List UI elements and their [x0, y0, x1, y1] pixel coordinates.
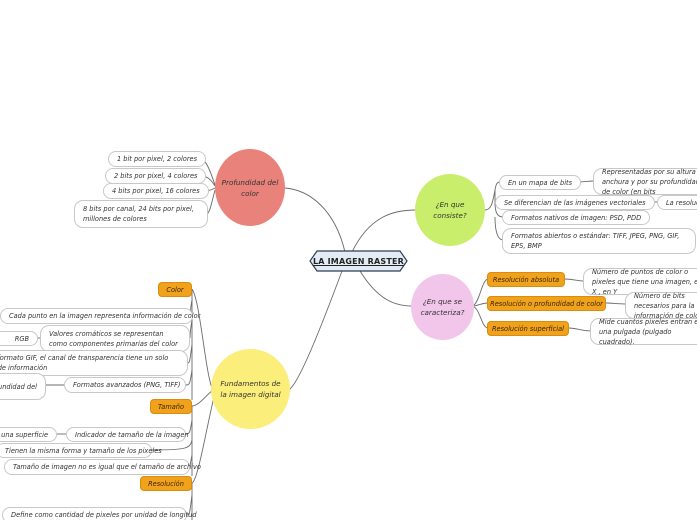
caracteriza-profundidad-detail-label: Número de bits necesarios para la inform…	[634, 291, 697, 320]
profundidad-item-2bits-label: 2 bits por pixel, 4 colores	[114, 172, 198, 180]
conn-fund-res	[191, 396, 215, 484]
tamano-item-indicador[interactable]: Indicador de tamaño de la imagen	[66, 427, 189, 442]
consiste-mapa-bits-detail-label: Representadas por su altura y anchura y …	[602, 167, 697, 196]
consiste-diferencian-label: Se diferencian de las imágenes vectorial…	[504, 198, 646, 207]
conn-col-4	[185, 369, 193, 386]
consiste-formatos-nativos-label: Formatos nativos de imagen: PSD, PDD	[511, 213, 642, 222]
tamano-item-superficie-label: en una superficie	[0, 430, 48, 439]
conn-col-3	[187, 344, 193, 364]
tamano-item-misma-forma-label: Tienen la misma forma y tamaño de los pi…	[5, 446, 162, 455]
conn-tam-3	[189, 454, 193, 468]
color-item-formatos-avanzados[interactable]: Formatos avanzados (PNG, TIFF)	[64, 377, 186, 393]
resolucion-item-define[interactable]: Define como cantidad de pixeles por unid…	[2, 507, 197, 520]
conn-car-1	[473, 278, 489, 306]
caracteriza-resolucion-absoluta[interactable]: Resolución absoluta	[487, 272, 565, 287]
tamano-item-no-igual[interactable]: Tamaño de imagen no es igual que el tama…	[4, 459, 201, 475]
fundamentos-resolucion-label: Resolución	[148, 479, 184, 488]
fundamentos-color[interactable]: Color	[158, 282, 192, 297]
consiste-mapa-bits[interactable]: En un mapa de bits	[499, 175, 582, 190]
conn-tam-2	[151, 439, 193, 451]
fundamentos-tamano-label: Tamaño	[157, 402, 185, 411]
central-topic-shape	[309, 250, 408, 272]
topic-fundamentos-imagen-digital[interactable]: Fundamentos de la imagen digital	[211, 349, 290, 429]
conn-fund-tam	[191, 390, 213, 407]
caracteriza-absoluta-detail-label: Número de puntos de color o pixeles que …	[592, 267, 697, 296]
profundidad-item-8bits-label: 8 bits por canal, 24 bits por pixel, mil…	[83, 205, 194, 223]
caracteriza-profundidad-label: Resolución o profundidad de color	[490, 299, 603, 308]
topic-profundidad-color[interactable]: Profundidad del color	[215, 149, 285, 226]
color-item-cada-punto[interactable]: Cada punto en la imagen representa infor…	[0, 308, 200, 324]
color-item-rgb[interactable]: RGB	[0, 331, 38, 346]
topic-en-que-se-caracteriza[interactable]: ¿En que se caracteriza?	[411, 274, 474, 340]
conn-car-3b	[568, 327, 592, 332]
consiste-diferencian-vectoriales[interactable]: Se diferencian de las imágenes vectorial…	[495, 195, 655, 210]
topic-en-que-consiste-label: ¿En que consiste?	[433, 200, 467, 220]
caracteriza-resolucion-superficial[interactable]: Resolución superficial	[487, 321, 569, 336]
conn-central-caracteriza	[359, 270, 413, 307]
topic-en-que-consiste[interactable]: ¿En que consiste?	[415, 174, 485, 246]
conn-central-fundamentos	[289, 270, 343, 390]
conn-car-2	[473, 302, 489, 307]
profundidad-item-2bits[interactable]: 2 bits por pixel, 4 colores	[105, 168, 207, 184]
color-item-formatos-avanzados-label: Formatos avanzados (PNG, TIFF)	[73, 381, 181, 389]
profundidad-item-1bit-label: 1 bit por pixel, 2 colores	[117, 155, 198, 163]
conn-car-1b	[564, 278, 585, 282]
color-item-cada-punto-label: Cada punto en la imagen representa infor…	[9, 312, 201, 320]
fundamentos-tamano[interactable]: Tamaño	[150, 399, 192, 414]
caracteriza-absoluta-detail[interactable]: Número de puntos de color o pixeles que …	[583, 267, 697, 296]
consiste-formatos-abiertos[interactable]: Formatos abiertos o estándar: TIFF, JPEG…	[502, 228, 696, 254]
conn-tam-1	[185, 419, 193, 435]
conn-car-3	[473, 306, 489, 329]
consiste-diferencian-detail[interactable]: La resolución	[657, 195, 697, 210]
caracteriza-superficial-label: Resolución superficial	[491, 324, 565, 333]
consiste-diferencian-detail-label: La resolución	[666, 198, 697, 207]
conn-car-2b	[605, 302, 627, 305]
color-item-valores-cromaticos-label: Valores cromáticos se representan como c…	[49, 329, 178, 348]
tamano-item-no-igual-label: Tamaño de imagen no es igual que el tama…	[13, 463, 201, 471]
topic-profundidad-color-label: Profundidad del color	[221, 177, 279, 198]
color-item-valores-cromaticos[interactable]: Valores cromáticos se representan como c…	[40, 325, 190, 352]
conn-central-profundidad	[284, 187, 346, 253]
consiste-formatos-nativos[interactable]: Formatos nativos de imagen: PSD, PDD	[502, 210, 651, 225]
caracteriza-absoluta-label: Resolución absoluta	[492, 275, 560, 284]
conn-col-2	[189, 319, 193, 339]
tamano-item-superficie[interactable]: en una superficie	[0, 427, 57, 442]
consiste-formatos-abiertos-label: Formatos abiertos o estándar: TIFF, JPEG…	[511, 232, 680, 250]
conn-central-consiste	[351, 209, 417, 253]
tamano-item-indicador-label: Indicador de tamaño de la imagen	[75, 430, 189, 439]
tamano-item-misma-forma[interactable]: Tienen la misma forma y tamaño de los pi…	[0, 443, 162, 458]
caracteriza-resolucion-profundidad[interactable]: Resolución o profundidad de color	[487, 296, 606, 311]
color-item-formato-gif-label: En formato GIF, el canal de transparenci…	[0, 354, 169, 372]
conn-fund-color	[191, 288, 213, 389]
resolucion-item-define-label: Define como cantidad de pixeles por unid…	[11, 511, 197, 519]
consiste-mapa-bits-detail[interactable]: Representadas por su altura y anchura y …	[593, 167, 697, 196]
color-item-rgb-label: RGB	[14, 334, 29, 343]
profundidad-item-8bits[interactable]: 8 bits por canal, 24 bits por pixel, mil…	[74, 200, 208, 228]
color-item-formato-gif[interactable]: En formato GIF, el canal de transparenci…	[0, 350, 188, 376]
fundamentos-resolucion[interactable]: Resolución	[140, 476, 192, 491]
caracteriza-superficial-detail[interactable]: Mide cuantos pixeles entran en una pulga…	[590, 317, 697, 346]
central-topic-label: LA IMAGEN RASTER	[312, 256, 405, 266]
caracteriza-superficial-detail-label: Mide cuantos pixeles entran en una pulga…	[599, 317, 697, 346]
caracteriza-profundidad-detail[interactable]: Número de bits necesarios para la inform…	[625, 291, 697, 320]
color-item-profundidad[interactable]: Profundidad del	[0, 373, 46, 400]
consiste-mapa-bits-label: En un mapa de bits	[508, 178, 573, 187]
profundidad-item-4bits-label: 4 bits por pixel, 16 colores	[112, 187, 200, 195]
topic-en-que-se-caracteriza-label: ¿En que se caracteriza?	[420, 297, 465, 317]
profundidad-item-1bit[interactable]: 1 bit por pixel, 2 colores	[108, 151, 207, 167]
conn-res-1	[186, 494, 193, 516]
fundamentos-color-label: Color	[166, 285, 184, 294]
conn-cons-main	[484, 189, 496, 211]
topic-fundamentos-label: Fundamentos de la imagen digital	[220, 379, 281, 399]
central-topic[interactable]: LA IMAGEN RASTER	[309, 250, 408, 272]
color-item-profundidad-label: Profundidad del	[0, 382, 37, 391]
conn-cons-4	[494, 216, 504, 241]
profundidad-item-4bits[interactable]: 4 bits por pixel, 16 colores	[103, 183, 209, 199]
